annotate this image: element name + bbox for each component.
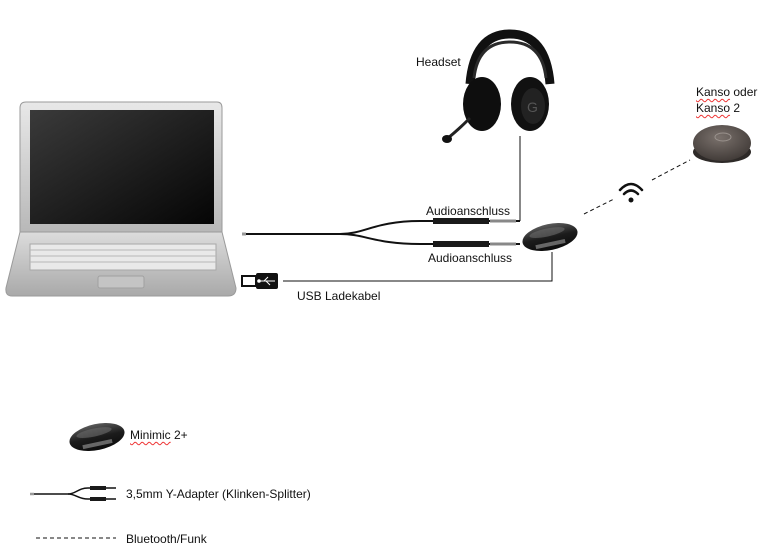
wifi-icon bbox=[618, 182, 644, 203]
legend-y-adapter-icon bbox=[30, 486, 116, 501]
audio-label-top: Audioanschluss bbox=[426, 204, 511, 218]
legend-y-adapter-label: 3,5mm Y-Adapter (Klinken-Splitter) bbox=[126, 487, 311, 501]
headset-label: Headset bbox=[416, 55, 461, 69]
kanso-label-line2: Kanso 2 bbox=[696, 101, 740, 115]
usb-cable bbox=[241, 252, 553, 289]
bluetooth-link-upper bbox=[651, 159, 691, 181]
boom-microphone bbox=[447, 116, 472, 140]
kanso2-word: Kanso bbox=[696, 101, 731, 115]
bluetooth-link-lower bbox=[583, 198, 615, 215]
kanso-word: Kanso bbox=[696, 85, 731, 99]
audio-label-bottom: Audioanschluss bbox=[428, 251, 513, 265]
usb-icon bbox=[257, 276, 275, 286]
laptop-touchpad bbox=[97, 275, 145, 289]
headset-logo-icon: G bbox=[527, 99, 538, 115]
minimic-device bbox=[522, 223, 578, 251]
kanso-device bbox=[693, 125, 751, 163]
legend-minimic-icon bbox=[69, 423, 125, 451]
legend-minimic-label: Minimic 2+ bbox=[130, 428, 188, 442]
kanso2-suffix: 2 bbox=[733, 101, 741, 115]
headset: G bbox=[442, 29, 555, 143]
kanso-oder: oder bbox=[733, 85, 758, 99]
legend-minimic-suffix: 2+ bbox=[170, 428, 188, 442]
legend-minimic-word: Minimic bbox=[130, 428, 171, 442]
kanso-logo-icon bbox=[714, 132, 732, 142]
kanso-label-line1: Kanso oder bbox=[696, 85, 757, 99]
usb-label: USB Ladekabel bbox=[297, 289, 381, 303]
laptop bbox=[5, 101, 237, 297]
legend-bluetooth-label: Bluetooth/Funk bbox=[126, 532, 207, 546]
y-adapter-cable bbox=[242, 218, 520, 247]
laptop-keyboard bbox=[29, 243, 217, 271]
laptop-screen bbox=[30, 110, 214, 224]
